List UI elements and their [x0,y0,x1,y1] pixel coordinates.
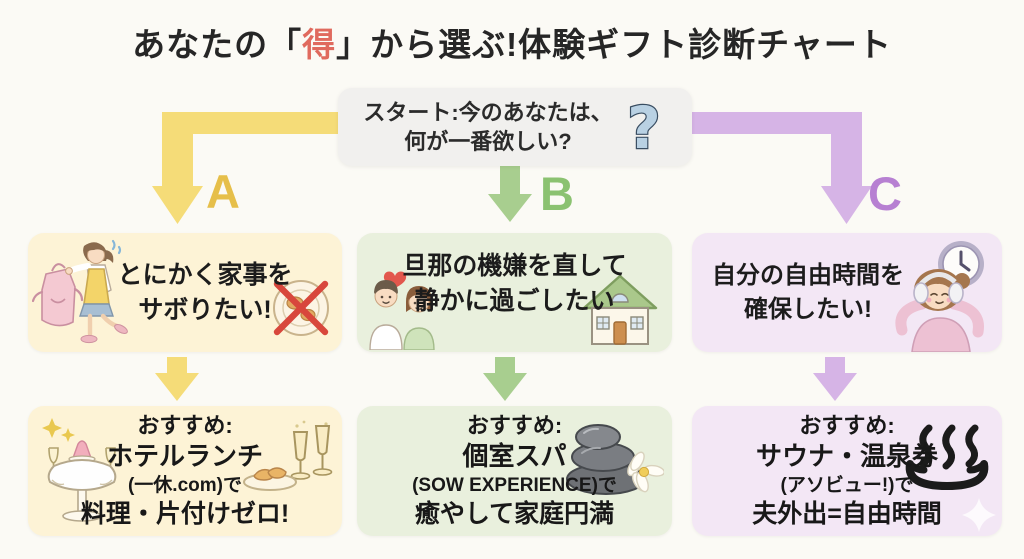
reco-c-line-2: サウナ・温泉券 [755,441,938,472]
question-b-line-1: 旦那の機嫌を直して [402,251,627,280]
reco-b-line-2: 個室スパ [462,441,567,472]
title-prefix: あなたの「 [132,26,303,63]
dinner-table-icon [42,418,117,522]
start-text: スタート:今のあなたは、 何が一番欲しい? [363,98,612,156]
reco-a-line-2: ホテルランチ [106,441,263,472]
question-c-line-2: 確保したい! [744,295,872,323]
question-a-line-2: サボりたい! [138,295,272,324]
branch-c-label: C [868,167,902,220]
reco-c-line-3: (アソビュー!)で [780,474,914,496]
svg-text:?: ? [627,94,661,160]
branch-a-elbow-arrow [152,112,352,224]
question-a-text: とにかく家事を サボりたい! [116,233,294,352]
start-line-1: スタート:今のあなたは、 [363,99,613,125]
reco-box-a: おすすめ: ホテルランチ (一休.com)で 料理・片付けゼロ! [28,406,342,536]
woman-housework-icon [32,239,128,344]
sparkle-icon [962,498,996,532]
spa-stones-flower-icon [566,424,664,495]
page-title: あなたの「得」から選ぶ!体験ギフト診断チャート [0,18,1024,66]
reco-b-line-3: (SOW EXPERIENCE)で [412,474,617,496]
branch-b-label: B [540,167,574,220]
reco-b-text: おすすめ: 個室スパ (SOW EXPERIENCE)で 癒やして家庭円満 [357,410,672,532]
branch-a-label: A [206,165,240,218]
reco-box-b: おすすめ: 個室スパ (SOW EXPERIENCE)で 癒やして家庭円満 [357,406,672,536]
champagne-plate-icon [243,420,333,491]
reco-b-line-4: 癒やして家庭円満 [414,499,615,528]
branch-a-down-arrow [155,357,199,401]
reco-c-line-4: 夫外出=自由時間 [752,499,942,528]
title-highlight: 得 [302,26,337,63]
question-mark-icon: ? [626,94,662,160]
reco-c-line-1: おすすめ: [799,413,895,439]
branch-c-down-arrow [813,357,857,401]
reco-b-line-1: おすすめ: [466,413,563,439]
relaxing-woman-headphones-icon [895,269,984,352]
question-box-b: 旦那の機嫌を直して 静かに過ごしたい [357,233,672,352]
reco-a-line-1: おすすめ: [137,413,233,439]
reco-a-text: おすすめ: ホテルランチ (一休.com)で 料理・片付けゼロ! [28,410,342,532]
couple-heart-icon [369,271,435,350]
question-box-c: 自分の自由時間を 確保したい! [692,233,1002,352]
onsen-mark-icon [905,424,989,491]
question-b-text: 旦那の機嫌を直して 静かに過ごしたい [367,215,662,352]
reco-box-c: おすすめ: サウナ・温泉券 (アソビュー!)で 夫外出=自由時間 [692,406,1002,536]
no-cooking-plate-icon [273,280,329,336]
start-line-2: 何が一番欲しい? [404,129,572,154]
branch-b-down-arrow [483,357,527,401]
question-b-line-2: 静かに過ごしたい [414,286,615,315]
branch-c-elbow-arrow [672,112,872,224]
house-icon [582,274,658,345]
title-suffix: 」から選ぶ!体験ギフト診断チャート [336,26,892,63]
question-c-line-1: 自分の自由時間を [712,261,904,289]
reco-a-line-3: (一休.com)で [127,474,242,496]
question-box-a: とにかく家事を サボりたい! [28,233,342,352]
start-box: スタート:今のあなたは、 何が一番欲しい? ? [338,88,692,166]
question-a-line-1: とにかく家事を [117,260,293,289]
branch-b-straight-arrow [488,166,532,222]
reco-c-text: おすすめ: サウナ・温泉券 (アソビュー!)で 夫外出=自由時間 [692,410,1002,532]
reco-a-line-4: 料理・片付けゼロ! [80,499,290,528]
question-c-text: 自分の自由時間を 確保したい! [706,233,910,352]
